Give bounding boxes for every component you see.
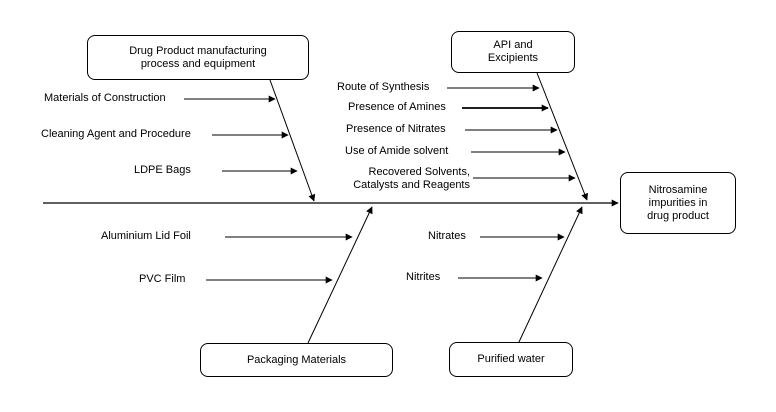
effect-box: Nitrosamine impurities in drug product bbox=[620, 172, 736, 234]
cause-pvc-film: PVC Film bbox=[139, 273, 186, 285]
category-label-water: Purified water bbox=[477, 353, 545, 365]
effect-label: Nitrosamine impurities in drug product bbox=[647, 183, 709, 222]
cause-recovered-solvents: Recovered Solvents, Catalysts and Reagen… bbox=[353, 166, 470, 191]
cause-nitrates: Nitrates bbox=[428, 230, 466, 242]
cause-presence-of-amines: Presence of Amines bbox=[348, 101, 446, 113]
bone-api bbox=[536, 72, 588, 201]
bone-water bbox=[518, 206, 583, 343]
bone-packaging bbox=[307, 206, 373, 344]
cause-ldpe-bags: LDPE Bags bbox=[134, 164, 191, 176]
cause-nitrites: Nitrites bbox=[406, 271, 441, 283]
category-box-packaging: Packaging Materials bbox=[200, 343, 393, 377]
cause-amide-solvent: Use of Amide solvent bbox=[345, 145, 449, 157]
category-box-api: API and Excipients bbox=[451, 31, 575, 73]
category-box-manufacturing: Drug Product manufacturing process and e… bbox=[87, 35, 309, 80]
cause-cleaning-agent: Cleaning Agent and Procedure bbox=[41, 128, 191, 140]
bone-manufacturing bbox=[269, 79, 316, 202]
category-label-manufacturing: Drug Product manufacturing process and e… bbox=[129, 44, 267, 70]
cause-route-of-synthesis: Route of Synthesis bbox=[337, 81, 430, 93]
category-box-water: Purified water bbox=[449, 342, 573, 377]
cause-materials-of-construction: Materials of Construction bbox=[44, 92, 166, 104]
cause-aluminium-lid-foil: Aluminium Lid Foil bbox=[101, 230, 191, 242]
category-label-api: API and Excipients bbox=[487, 39, 539, 64]
cause-presence-of-nitrates: Presence of Nitrates bbox=[346, 123, 446, 135]
category-label-packaging: Packaging Materials bbox=[246, 353, 347, 366]
